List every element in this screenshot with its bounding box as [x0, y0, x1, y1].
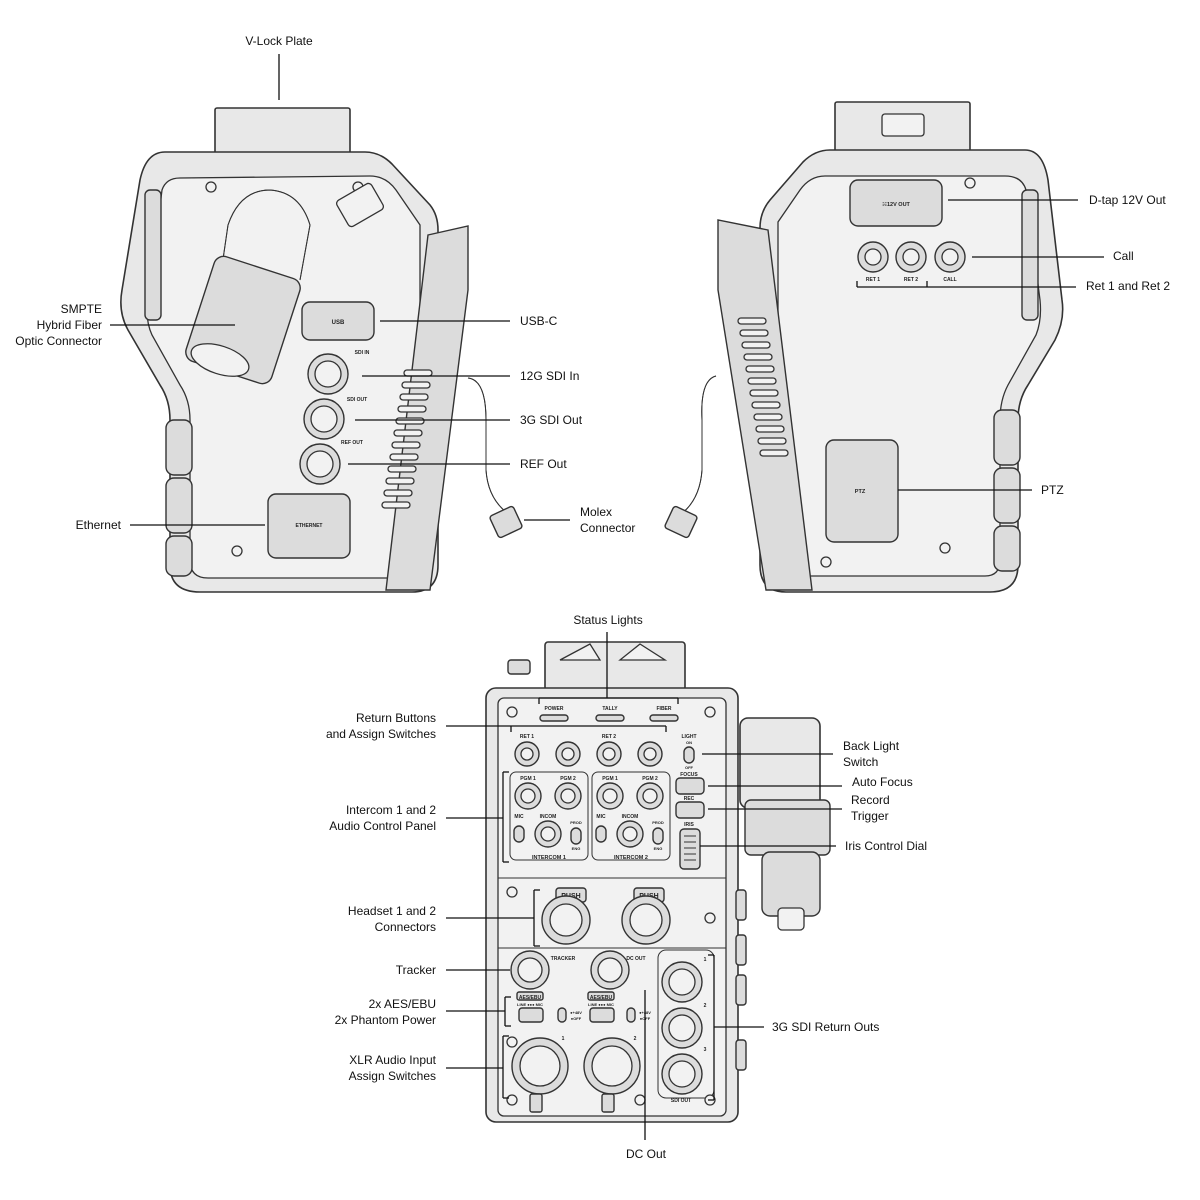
prod-b-label: PROD	[652, 820, 664, 825]
molex-connector	[489, 505, 523, 539]
callout-ref-out: REF Out	[520, 457, 567, 471]
callout-sdi-return: 3G SDI Return Outs	[772, 1020, 880, 1034]
callout-dc-out: DC Out	[625, 1147, 666, 1161]
callout-molex: Molex Connector	[580, 505, 636, 535]
light-off-label: OFF	[685, 765, 694, 770]
sdi-num-1: 1	[704, 957, 707, 963]
ret2-top-label: RET 2	[602, 734, 616, 740]
line-mic-a-label: LINE ●●● MIC	[517, 1002, 543, 1007]
right-side-view: ☵12V OUT RET 1 RET 2 CALL PTZ	[664, 101, 1064, 593]
iris-dial	[679, 828, 701, 870]
smpte-connector	[185, 189, 311, 385]
pgm1-b-label: PGM 1	[602, 776, 618, 782]
ethernet-label: ETHERNET	[296, 523, 323, 529]
callout-back-light: Back Light Switch	[843, 739, 900, 769]
eng-b-label: ENG	[654, 846, 663, 851]
callout-auto-focus: Auto Focus	[852, 775, 913, 789]
right-molex-connector	[664, 505, 698, 539]
ret2-label: RET 2	[904, 277, 918, 283]
dtap-label: ☵12V OUT	[882, 201, 910, 208]
left-side-view: USB SDI IN SDI OUT REF OUT ETHERNET	[120, 107, 523, 593]
intercom1-label: INTERCOM 1	[532, 855, 566, 861]
sdi-in-label: SDI IN	[355, 350, 370, 356]
callout-headset: Headset 1 and 2 Connectors	[347, 904, 436, 934]
back-light-switch	[683, 746, 695, 764]
auto-focus-button	[675, 777, 705, 795]
pgm2-a-label: PGM 2	[560, 776, 576, 782]
callout-status-lights: Status Lights	[573, 613, 643, 627]
aes-a-label: AES/EBU	[519, 995, 542, 1001]
rec-label: REC	[684, 796, 695, 802]
mic-a-label: MIC	[514, 814, 524, 820]
dc-out-label: DC OUT	[626, 956, 645, 962]
callout-ethernet: Ethernet	[75, 518, 121, 532]
intercom2-label: INTERCOM 2	[614, 855, 648, 861]
sdi-out-bottom-label: SDI OUT	[671, 1098, 691, 1104]
ref-out-label: REF OUT	[341, 440, 363, 446]
sdi-out-label: SDI OUT	[347, 397, 367, 403]
incom-b-label: INCOM	[622, 814, 639, 820]
line-mic-b-label: LINE ●●● MIC	[588, 1002, 614, 1007]
callout-smpte: SMPTE Hybrid Fiber Optic Connector	[15, 302, 102, 348]
usb-port	[301, 301, 375, 341]
callout-return-buttons: Return Buttons and Assign Switches	[325, 711, 436, 741]
callout-xlr: XLR Audio Input Assign Switches	[348, 1053, 436, 1083]
callout-3g-sdi-out: 3G SDI Out	[520, 413, 583, 427]
pgm1-a-label: PGM 1	[520, 776, 536, 782]
ptz-port	[825, 439, 899, 543]
rear-view: POWER TALLY FIBER RET 1 RET 2 LIGHT ON O…	[485, 641, 831, 1123]
tracker-label: TRACKER	[551, 956, 576, 962]
incom-a-label: INCOM	[540, 814, 557, 820]
dtap-port	[849, 179, 943, 227]
vent-slots	[381, 369, 433, 509]
iris-label: IRIS	[684, 822, 694, 828]
right-vent-slots	[737, 317, 789, 457]
callout-call: Call	[1113, 249, 1134, 263]
callout-tracker: Tracker	[395, 963, 436, 977]
callout-aes: 2x AES/EBU 2x Phantom Power	[334, 997, 436, 1027]
callout-intercom-panel: Intercom 1 and 2 Audio Control Panel	[329, 803, 436, 833]
focus-label: FOCUS	[680, 772, 698, 778]
ret1-top-label: RET 1	[520, 734, 534, 740]
callout-ptz: PTZ	[1041, 483, 1064, 497]
ret1-label: RET 1	[866, 277, 880, 283]
leader-lines	[110, 54, 1104, 1140]
sdi-num-2: 2	[704, 1003, 707, 1009]
eng-a-label: ENG	[572, 846, 581, 851]
ptz-label: PTZ	[855, 489, 866, 495]
callout-iris: Iris Control Dial	[845, 839, 928, 853]
aes-b-label: AES/EBU	[590, 995, 613, 1001]
light-label: LIGHT	[682, 734, 697, 740]
fiber-label: FIBER	[657, 706, 672, 712]
mic-b-label: MIC	[596, 814, 606, 820]
callout-ret12: Ret 1 and Ret 2	[1086, 279, 1171, 293]
prod-a-label: PROD	[570, 820, 582, 825]
voff-a-label: ●OFF	[571, 1016, 582, 1021]
call-label: CALL	[943, 277, 956, 283]
xlr2-number: 2	[634, 1036, 637, 1042]
callout-record: Record Trigger	[851, 793, 890, 823]
sdi-num-3: 3	[704, 1047, 707, 1053]
usb-label: USB	[332, 320, 345, 326]
callout-vlock-plate: V-Lock Plate	[245, 34, 313, 48]
record-button	[675, 801, 705, 819]
v48-a-label: ●+48V	[570, 1010, 582, 1015]
xlr1-number: 1	[562, 1036, 565, 1042]
power-label: POWER	[545, 706, 564, 712]
light-on-label: ON	[686, 740, 692, 745]
callout-dtap: D-tap 12V Out	[1089, 193, 1166, 207]
callout-12g-sdi-in: 12G SDI In	[520, 369, 580, 383]
callout-usbc: USB-C	[520, 314, 558, 328]
tally-label: TALLY	[602, 706, 618, 712]
ethernet-port	[267, 493, 351, 559]
pgm2-b-label: PGM 2	[642, 776, 658, 782]
v-lock-plate	[214, 107, 351, 155]
